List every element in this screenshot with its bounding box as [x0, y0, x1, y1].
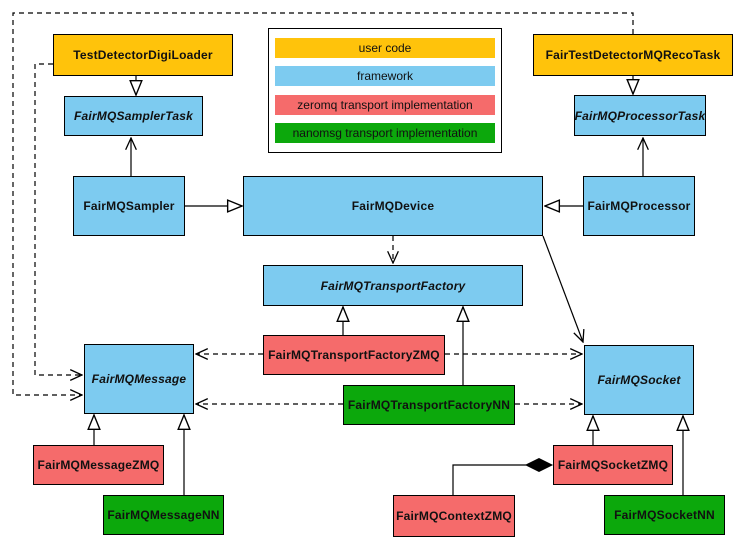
legend-item-user-code: user code — [275, 37, 495, 58]
legend-item-label: user code — [358, 40, 412, 55]
node-fairmq-transport-factory: FairMQTransportFactory — [263, 265, 523, 306]
node-fairmq-context-zmq: FairMQContextZMQ — [393, 495, 515, 537]
composition-diamond-icon — [524, 457, 554, 473]
edge-dependency-digiloader-message — [34, 63, 82, 375]
node-fairmq-message-nn: FairMQMessageNN — [103, 495, 224, 535]
node-fairmq-transport-factory-nn: FairMQTransportFactoryNN — [343, 385, 515, 425]
node-fairmq-transport-factory-zmq: FairMQTransportFactoryZMQ — [263, 335, 445, 375]
legend-item-label: nanomsg transport implementation — [292, 126, 478, 141]
edge-composition-contextzmq-socketzmq — [452, 464, 526, 495]
edge-association-device-socket — [542, 235, 583, 342]
legend-item-label: framework — [356, 69, 413, 84]
node-fairmq-socket-nn: FairMQSocketNN — [604, 495, 725, 535]
node-test-detector-digi-loader: TestDetectorDigiLoader — [53, 34, 233, 76]
node-fairmq-socket-zmq: FairMQSocketZMQ — [553, 445, 673, 485]
node-fairmq-socket: FairMQSocket — [584, 345, 694, 415]
legend: user code framework zeromq transport imp… — [268, 28, 502, 153]
legend-item-zeromq: zeromq transport implementation — [275, 94, 495, 115]
node-fairmq-processor: FairMQProcessor — [583, 176, 695, 236]
node-fairmq-sampler: FairMQSampler — [73, 176, 185, 236]
edge-dependency-recotask-message — [12, 12, 634, 395]
node-fair-test-detector-mq-reco-task: FairTestDetectorMQRecoTask — [533, 34, 733, 76]
node-fairmq-processor-task: FairMQProcessorTask — [574, 95, 706, 136]
node-fairmq-device: FairMQDevice — [243, 176, 543, 236]
node-fairmq-message: FairMQMessage — [84, 344, 194, 414]
legend-item-framework: framework — [275, 66, 495, 87]
node-fairmq-sampler-task: FairMQSamplerTask — [64, 96, 203, 136]
legend-item-nanomsg: nanomsg transport implementation — [275, 123, 495, 144]
node-fairmq-message-zmq: FairMQMessageZMQ — [33, 445, 164, 485]
legend-item-label: zeromq transport implementation — [297, 97, 473, 112]
